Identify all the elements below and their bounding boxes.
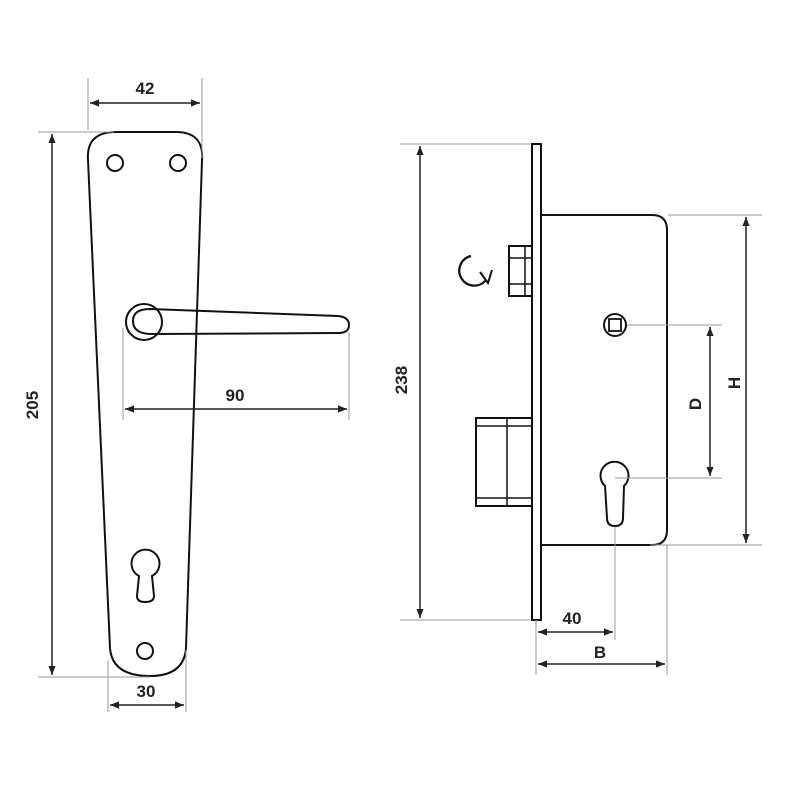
screw-hole-top-right <box>169 154 187 172</box>
dim-label-30: 30 <box>137 682 156 701</box>
lever-rose-outer <box>125 303 163 341</box>
dim-label-40: 40 <box>563 609 582 628</box>
keyhole <box>130 548 161 604</box>
faceplate <box>531 143 542 621</box>
lock-dimensions: 238 H D 40 B <box>392 143 762 675</box>
screw-hole-top-left <box>106 154 124 172</box>
dim-label-90: 90 <box>226 386 245 405</box>
lever-arm <box>131 307 351 336</box>
dead-bolt <box>475 417 533 507</box>
rotate-arrow-icon <box>458 254 493 287</box>
dim-label-h: H <box>725 377 744 389</box>
lock-body <box>540 214 668 546</box>
dim-label-d: D <box>686 398 705 410</box>
handle-dimensions: 42 205 90 30 <box>23 78 350 712</box>
backplate-outline <box>86 131 204 678</box>
dim-label-205: 205 <box>23 391 42 419</box>
dim-label-238: 238 <box>392 366 411 394</box>
door-handle <box>86 131 351 678</box>
dim-label-42: 42 <box>136 79 155 98</box>
spindle-hole <box>603 313 627 337</box>
latch-bolt <box>508 245 533 297</box>
dim-label-b: B <box>594 643 606 662</box>
mortise-lock <box>458 143 668 621</box>
screw-hole-bottom <box>136 642 154 660</box>
cylinder-keyhole <box>599 460 630 528</box>
